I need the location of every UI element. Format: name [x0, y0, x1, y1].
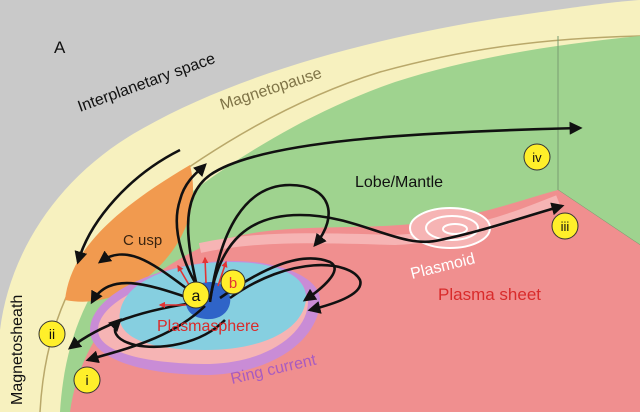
lobe-mantle-label: Lobe/Mantle: [355, 174, 443, 191]
marker-a-text: a: [192, 288, 201, 305]
marker-i: i: [74, 367, 100, 393]
marker-ii: ii: [39, 321, 65, 347]
marker-ii-text: ii: [49, 326, 55, 342]
marker-iii-text: iii: [561, 219, 570, 234]
marker-iii: iii: [552, 213, 578, 239]
cusp-label: C usp: [123, 232, 162, 249]
marker-b: b: [221, 270, 245, 294]
plasma-sheet-label: Plasma sheet: [438, 285, 541, 304]
marker-i-text: i: [85, 372, 88, 388]
marker-b-text: b: [229, 275, 237, 292]
marker-iv: iv: [524, 144, 550, 170]
marker-a: a: [183, 282, 209, 308]
panel-label: A: [54, 38, 66, 57]
marker-iv-text: iv: [532, 150, 542, 165]
plasmasphere-label: Plasmasphere: [157, 318, 259, 335]
magnetosheath-label: Magnetosheath: [9, 295, 26, 405]
